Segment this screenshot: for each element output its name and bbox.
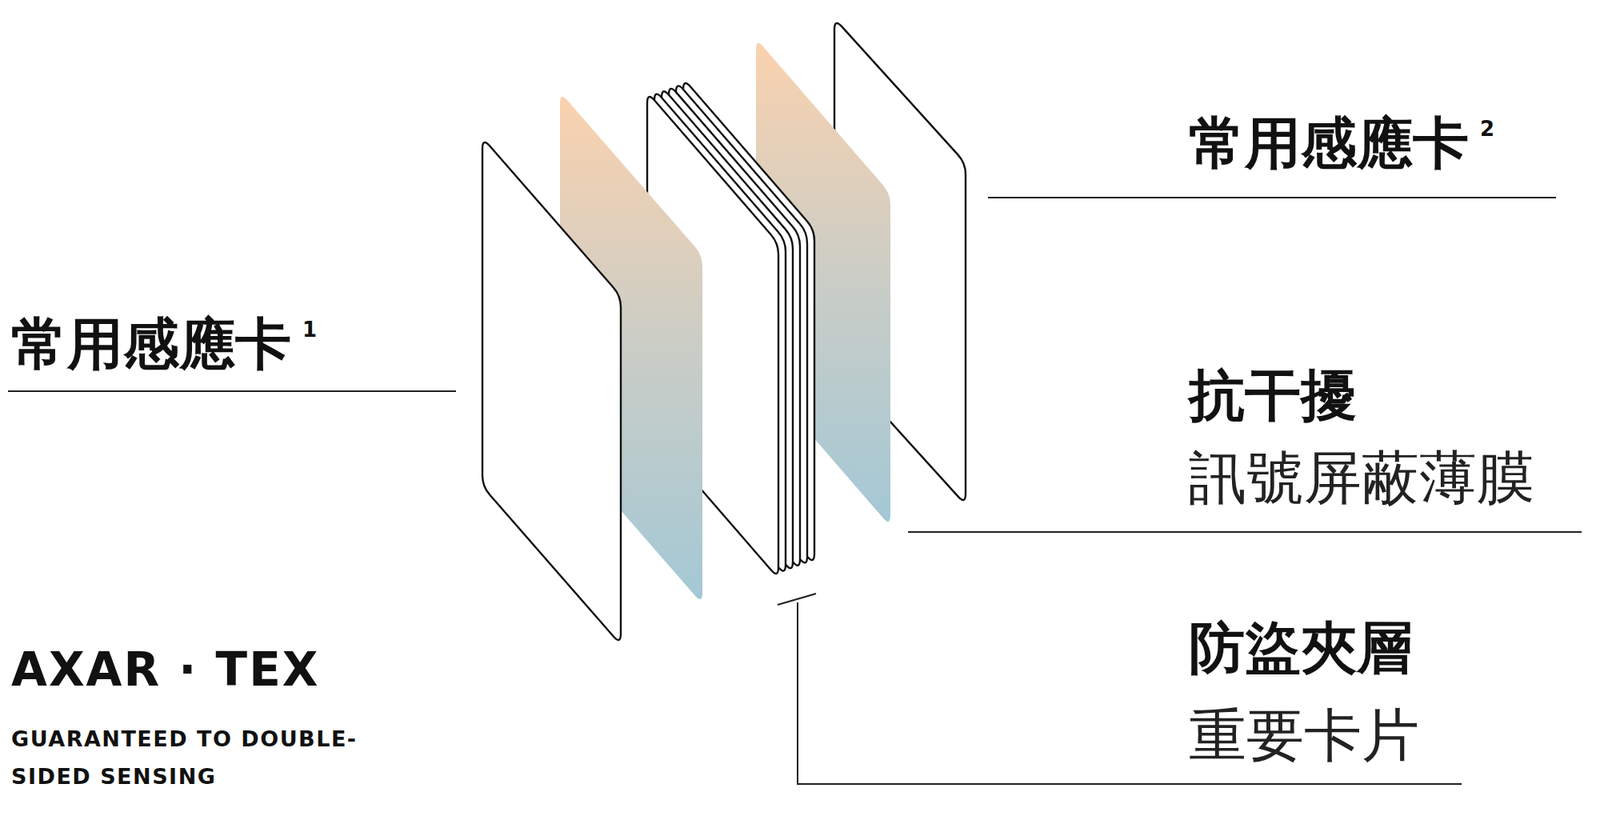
proximity-card bbox=[482, 142, 621, 640]
layer-description: 訊號屏蔽薄膜 bbox=[1188, 446, 1535, 510]
callout-number: 1 bbox=[302, 318, 317, 342]
leader-line bbox=[8, 390, 456, 392]
leader-line bbox=[797, 602, 1462, 784]
card-label: 常用感應卡 bbox=[1188, 112, 1469, 175]
card-label: 常用感應卡 bbox=[11, 313, 292, 376]
callout-number: 2 bbox=[1480, 117, 1495, 141]
layer-description: 重要卡片 bbox=[1188, 704, 1420, 768]
layer-heading: 抗干擾 bbox=[1188, 364, 1357, 427]
brand-tagline: GUARANTEED TO DOUBLE-SIDED SENSING bbox=[11, 720, 380, 796]
leader-tick bbox=[777, 593, 816, 605]
leader-line bbox=[908, 531, 1582, 533]
brand-name: AXAR · TEX bbox=[11, 644, 320, 696]
layer-heading: 防盜夾層 bbox=[1188, 617, 1413, 680]
leader-line bbox=[988, 196, 1556, 199]
